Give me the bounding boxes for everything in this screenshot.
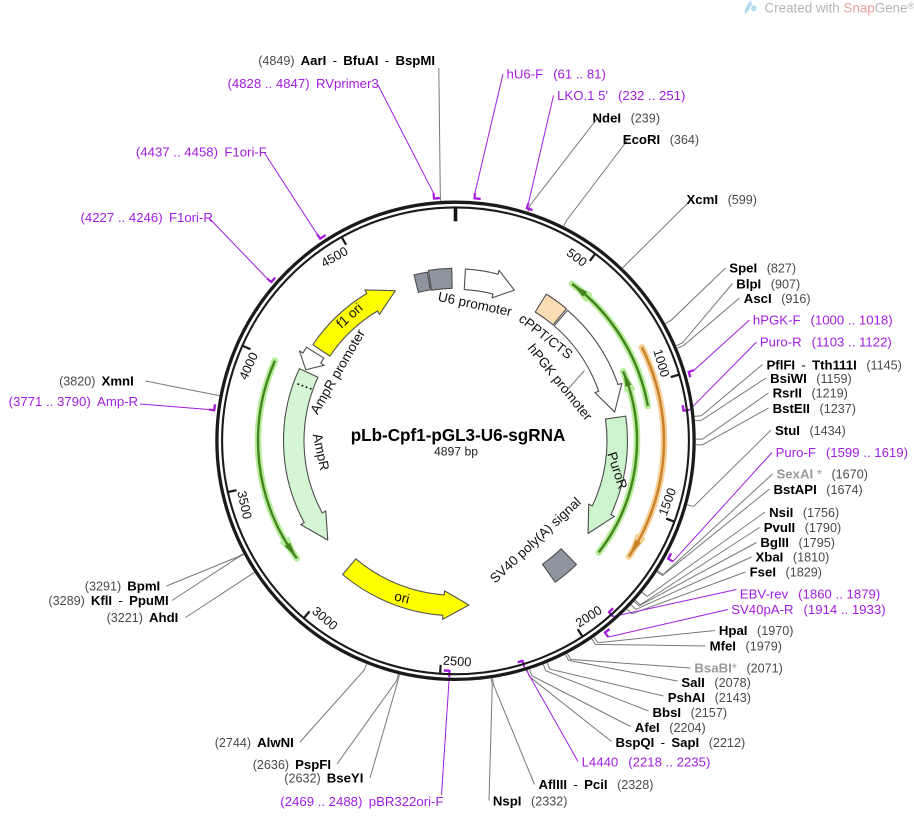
svg-text:NspI (2332): NspI (2332) xyxy=(493,793,568,808)
svg-text:(2744) AlwNI: (2744) AlwNI xyxy=(215,735,294,750)
svg-text:LKO.1 5' (232 .. 251): LKO.1 5' (232 .. 251) xyxy=(557,88,685,103)
svg-text:BsiWI (1159): BsiWI (1159) xyxy=(770,371,852,386)
svg-text:SexAI * (1670): SexAI * (1670) xyxy=(777,467,868,482)
svg-text:XbaI (1810): XbaI (1810) xyxy=(756,550,830,565)
svg-text:SpeI (827): SpeI (827) xyxy=(729,261,796,276)
svg-text:L4440 (2218 .. 2235): L4440 (2218 .. 2235) xyxy=(582,754,711,769)
svg-text:XcmI (599): XcmI (599) xyxy=(687,192,757,207)
svg-text:MfeI (1979): MfeI (1979) xyxy=(710,639,782,654)
svg-text:(3820) XmnI: (3820) XmnI xyxy=(59,373,134,388)
svg-text:(4227 .. 4246) F1ori-R: (4227 .. 4246) F1ori-R xyxy=(81,210,213,225)
svg-text:AfeI (2204): AfeI (2204) xyxy=(635,720,706,735)
svg-text:NsiI (1756): NsiI (1756) xyxy=(769,505,839,520)
svg-text:(2469 .. 2488) pBR322ori-F: (2469 .. 2488) pBR322ori-F xyxy=(280,794,443,809)
svg-text:PvuII (1790): PvuII (1790) xyxy=(764,520,841,535)
svg-text:Puro-R (1103 .. 1122): Puro-R (1103 .. 1122) xyxy=(760,335,892,350)
svg-text:(4849) AarI - BfuAI - Bsp: (4849) AarI - BfuAI - BspMI xyxy=(258,53,435,68)
svg-text:SalI (2078): SalI (2078) xyxy=(681,675,750,690)
svg-text:EcoRI (364): EcoRI (364) xyxy=(623,132,699,147)
svg-text:AscI (916): AscI (916) xyxy=(744,291,811,306)
svg-text:(3291) BpmI: (3291) BpmI xyxy=(85,578,160,593)
svg-text:Puro-F (1599 .. 1619): Puro-F (1599 .. 1619) xyxy=(776,445,908,460)
svg-text:SV40pA-R (1914 .. 1933): SV40pA-R (1914 .. 1933) xyxy=(731,602,885,617)
svg-text:BspQI - SapI (2212): BspQI - SapI (2212) xyxy=(616,735,746,750)
svg-text:BlpI (907): BlpI (907) xyxy=(736,276,800,291)
svg-text:(4437 .. 4458) F1ori-F: (4437 .. 4458) F1ori-F xyxy=(136,145,267,160)
svg-text:RsrII (1219): RsrII (1219) xyxy=(773,386,848,401)
svg-text:BglII (1795): BglII (1795) xyxy=(760,535,835,550)
svg-text:HpaI (1970): HpaI (1970) xyxy=(719,623,794,638)
svg-text:BstAPI (1674): BstAPI (1674) xyxy=(774,482,863,497)
svg-text:pLb-Cpf1-pGL3-U6-sgRNA: pLb-Cpf1-pGL3-U6-sgRNA xyxy=(351,426,566,445)
svg-text:4897 bp: 4897 bp xyxy=(434,445,478,459)
svg-text:EBV-rev (1860 .. 1879): EBV-rev (1860 .. 1879) xyxy=(740,586,880,601)
svg-text:BbsI (2157): BbsI (2157) xyxy=(653,705,728,720)
svg-text:Created with SnapGene®: Created with SnapGene® xyxy=(765,1,914,16)
svg-text:(2636) PspFI: (2636) PspFI xyxy=(253,757,331,772)
svg-text:hPGK-F (1000 .. 1018): hPGK-F (1000 .. 1018) xyxy=(753,313,893,328)
svg-text:PshAI (2143): PshAI (2143) xyxy=(668,690,751,705)
svg-text:(3771 .. 3790) Amp-R: (3771 .. 3790) Amp-R xyxy=(9,394,138,409)
svg-text:BstEII (1237): BstEII (1237) xyxy=(773,401,856,416)
svg-text:2500: 2500 xyxy=(442,653,471,670)
svg-text:(3221) AhdI: (3221) AhdI xyxy=(107,610,179,625)
svg-text:FseI (1829): FseI (1829) xyxy=(750,565,822,580)
svg-text:AflIII - PciI (2328): AflIII - PciI (2328) xyxy=(539,777,654,792)
svg-text:(4828 .. 4847) RVprimer3: (4828 .. 4847) RVprimer3 xyxy=(228,76,379,91)
svg-text:StuI (1434): StuI (1434) xyxy=(775,423,846,438)
svg-text:BsaBI* (2071): BsaBI* (2071) xyxy=(694,661,782,676)
svg-text:(3289) KflI - PpuMI: (3289) KflI - PpuMI xyxy=(48,593,168,608)
svg-text:(2632) BseYI: (2632) BseYI xyxy=(284,771,363,786)
svg-text:hU6-F (61 .. 81): hU6-F (61 .. 81) xyxy=(507,66,606,81)
svg-text:NdeI (239): NdeI (239) xyxy=(593,110,661,125)
